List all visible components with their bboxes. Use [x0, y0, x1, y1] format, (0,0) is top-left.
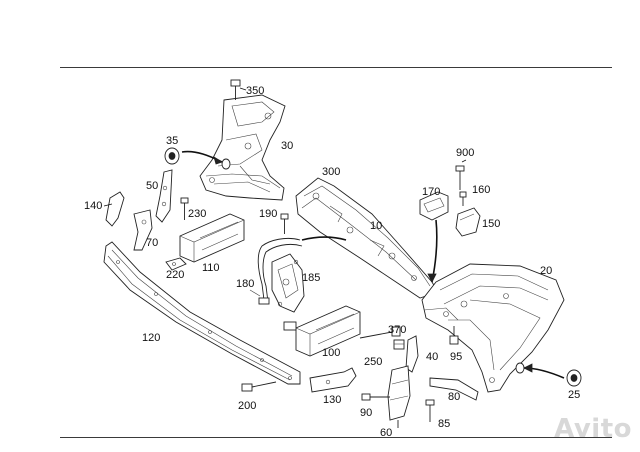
- bottom-rule: [60, 437, 612, 438]
- avito-watermark: Avito: [554, 414, 632, 444]
- part-350-bolt: [230, 79, 247, 100]
- label-160: 160: [472, 184, 491, 196]
- label-120: 120: [142, 332, 161, 344]
- label-185: 185: [302, 272, 321, 284]
- part-80-strut: [429, 377, 479, 401]
- label-300: 300: [322, 166, 341, 178]
- label-85: 85: [438, 418, 451, 430]
- label-60: 60: [380, 427, 393, 439]
- part-100-absorber: [283, 305, 361, 357]
- label-220: 220: [166, 269, 185, 281]
- part-185-plate: [271, 253, 305, 313]
- part-25-bushing: [515, 362, 582, 387]
- label-150: 150: [482, 218, 501, 230]
- label-90: 90: [360, 407, 373, 419]
- part-160-bolt: [459, 191, 467, 206]
- part-85-bolt: [425, 399, 435, 422]
- label-230: 230: [188, 208, 207, 220]
- label-130: 130: [323, 394, 342, 406]
- part-200-bolt: [241, 381, 277, 392]
- label-140: 140: [84, 200, 103, 212]
- label-370: 370: [388, 324, 407, 336]
- top-rule: [60, 67, 612, 68]
- part-130-bracket: [309, 367, 357, 393]
- label-50: 50: [146, 180, 159, 192]
- part-110-absorber: [179, 213, 245, 263]
- part-180-hose: [249, 237, 303, 305]
- label-95: 95: [450, 351, 463, 363]
- part-230-bolt: [180, 197, 189, 220]
- part-190-bolt: [280, 213, 289, 234]
- label-190: 190: [259, 208, 278, 220]
- label-900: 900: [456, 147, 475, 159]
- part-120-bumper-bar: [103, 241, 301, 385]
- part-170-latch: [419, 191, 449, 283]
- label-40: 40: [426, 351, 439, 363]
- label-70: 70: [146, 237, 159, 249]
- part-20-bracket: [421, 263, 565, 393]
- part-50-bracket: [155, 169, 173, 223]
- part-220-plate: [165, 257, 187, 271]
- label-200: 200: [238, 400, 257, 412]
- label-170: 170: [422, 186, 441, 198]
- label-80: 80: [448, 391, 461, 403]
- label-30: 30: [281, 140, 294, 152]
- part-900-bolt: [455, 159, 467, 190]
- part-140-clip: [103, 191, 125, 227]
- label-350: 350: [246, 85, 265, 97]
- label-25: 25: [568, 389, 581, 401]
- part-70-bracket: [133, 209, 153, 251]
- part-90-bracket: [361, 365, 411, 428]
- part-30-bracket: [199, 94, 286, 201]
- crossmember-arrow: [301, 236, 347, 241]
- label-180: 180: [236, 278, 255, 290]
- label-250: 250: [364, 356, 383, 368]
- label-20: 20: [540, 265, 553, 277]
- part-370-bolt: [359, 326, 401, 339]
- part-40-bracket: [405, 335, 419, 373]
- part-35-bushing: [164, 147, 231, 170]
- label-110: 110: [202, 262, 220, 274]
- label-100: 100: [322, 347, 341, 359]
- label-35: 35: [166, 135, 179, 147]
- label-10: 10: [370, 220, 383, 232]
- part-95-bolt: [449, 326, 459, 345]
- part-250-nut: [393, 339, 405, 350]
- part-150-latch: [455, 207, 481, 237]
